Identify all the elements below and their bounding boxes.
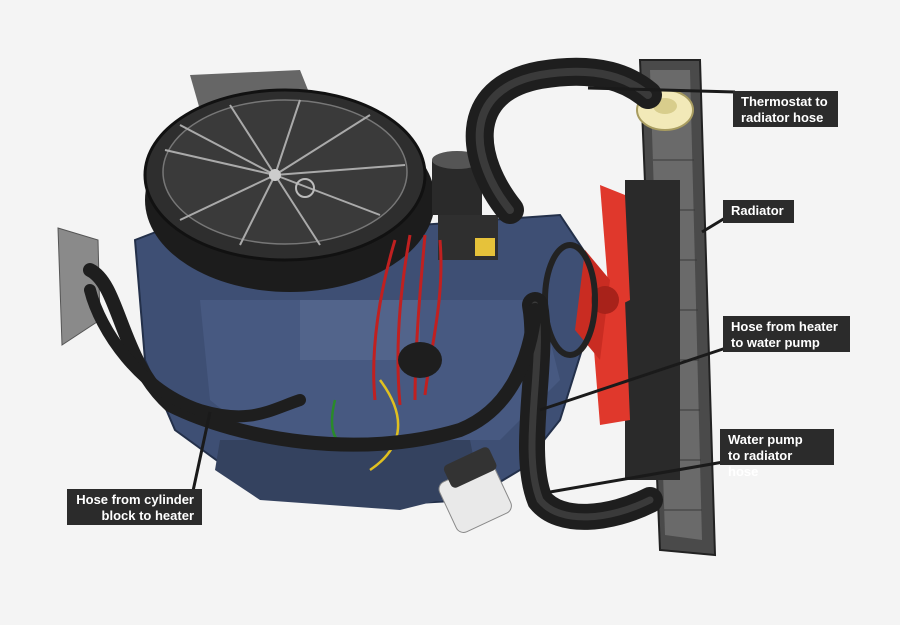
label-pump-to-radiator-hose-line2: to radiator hose (728, 448, 793, 479)
label-thermostat-hose: Thermostat to radiator hose (733, 91, 838, 127)
ignition-leads (372, 234, 443, 406)
yellow-wire (369, 379, 400, 472)
label-pump-to-radiator-hose-line1: Water pump (728, 432, 803, 447)
air-cleaner (143, 88, 435, 292)
label-cylinder-to-heater-hose: Hose from cylinder block to heater (67, 489, 202, 525)
hoses (83, 57, 663, 530)
label-heater-to-pump-hose-line2: to water pump (731, 335, 820, 350)
label-radiator-line1: Radiator (731, 203, 784, 218)
oil-filter (438, 447, 512, 533)
label-heater-to-pump-hose-line1: Hose from heater (731, 319, 838, 334)
label-pump-to-radiator-hose: Water pump to radiator hose (720, 429, 834, 479)
label-thermostat-hose-line1: Thermostat to (741, 94, 828, 109)
label-radiator: Radiator (723, 200, 794, 223)
label-thermostat-hose-line2: radiator hose (741, 110, 824, 125)
radiator-core (625, 59, 717, 557)
label-cylinder-to-heater-hose-line1: Hose from cylinder (76, 492, 194, 507)
label-cylinder-to-heater-hose-line2: block to heater (101, 508, 194, 523)
oil-sump (215, 440, 480, 510)
label-heater-to-pump-hose: Hose from heater to water pump (723, 316, 850, 352)
oil-filler (432, 151, 498, 260)
distributor (398, 342, 442, 378)
